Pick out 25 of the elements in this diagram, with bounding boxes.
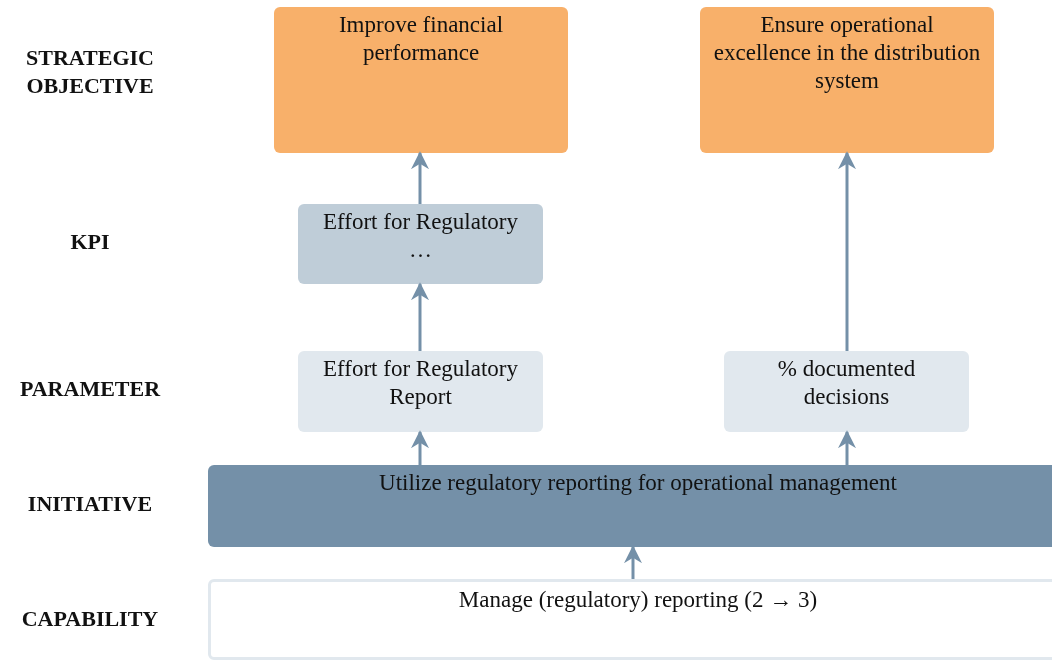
node-text: Effort for Regulatory … [322, 208, 519, 264]
arrow [411, 430, 429, 465]
node-text: Effort for Regulatory Report [322, 355, 519, 411]
row-label: CAPABILITY [20, 605, 160, 633]
node-text: Manage (regulatory) reporting (2 → 3) [458, 586, 818, 614]
arrow [411, 282, 429, 351]
arrow [411, 151, 429, 204]
row-label: KPI [69, 228, 111, 256]
row-label: STRATEGIC OBJECTIVE [25, 44, 155, 100]
row-label: PARAMETER [18, 375, 162, 403]
node-text: Utilize regulatory reporting for operational management [379, 469, 897, 497]
parameter-box [298, 351, 543, 432]
kpi-box [298, 204, 543, 284]
capability-band [208, 579, 1052, 660]
node-text: % documented decisions [776, 355, 917, 411]
parameter-box [724, 351, 969, 432]
row-label: INITIATIVE [26, 490, 154, 518]
initiative-band [208, 465, 1052, 547]
node-text: Ensure operational excellence in the distribution system [712, 11, 982, 95]
objective-box [274, 7, 568, 153]
arrow [624, 545, 642, 579]
arrow [838, 430, 856, 465]
arrow [838, 151, 856, 351]
node-text: Improve financial performance [337, 11, 505, 67]
objective-box [700, 7, 994, 153]
